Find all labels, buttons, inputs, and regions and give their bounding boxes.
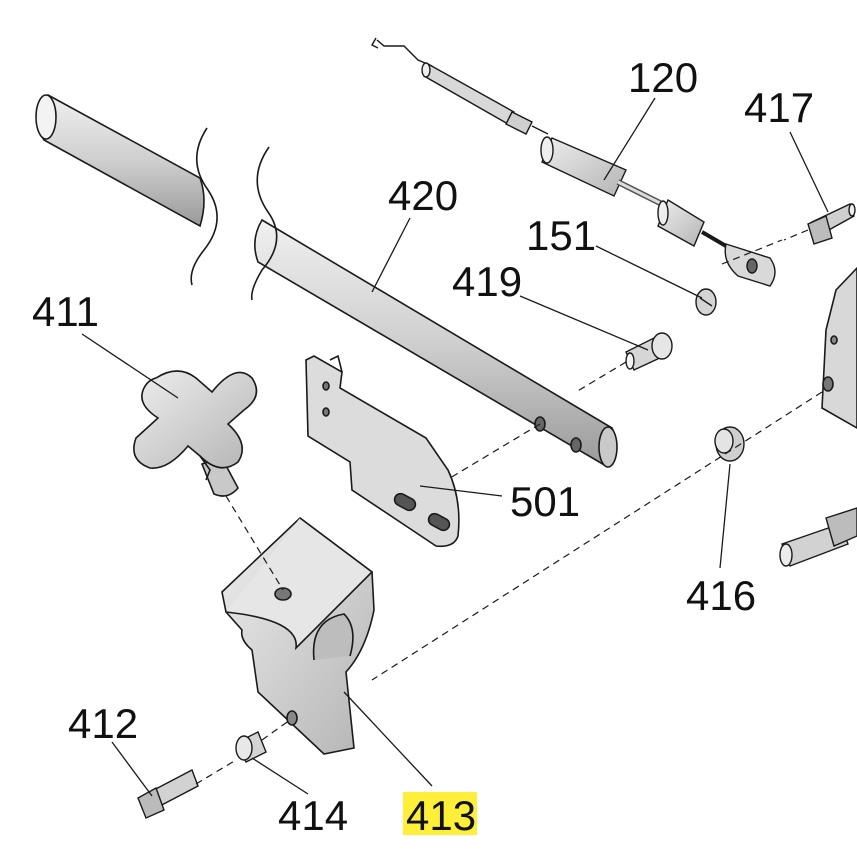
pin-419 <box>625 332 673 371</box>
block-413 <box>221 516 375 755</box>
label-501: 501 <box>510 478 580 525</box>
label-120: 120 <box>628 54 698 101</box>
label-420: 420 <box>388 172 458 219</box>
frame-plate <box>821 266 857 429</box>
break-marks <box>190 127 278 301</box>
stud-417 <box>807 203 856 245</box>
assembly-lines <box>195 229 823 785</box>
bracket-501 <box>305 354 460 548</box>
label-413: 413 <box>406 792 476 839</box>
bolt-412 <box>137 769 199 819</box>
label-413-highlight <box>403 792 477 835</box>
spacer-416 <box>714 426 745 462</box>
screw-151 <box>695 288 717 316</box>
label-417: 417 <box>744 84 814 131</box>
label-151: 151 <box>526 212 596 259</box>
knob-411 <box>133 370 258 497</box>
label-414: 414 <box>278 792 348 839</box>
leader-lines <box>81 97 829 797</box>
label-411: 411 <box>32 288 99 335</box>
stud-right <box>779 507 857 567</box>
bushing-414 <box>235 731 267 763</box>
label-412: 412 <box>68 700 138 747</box>
cable-120 <box>371 37 776 287</box>
label-416: 416 <box>686 572 756 619</box>
label-419: 419 <box>452 258 522 305</box>
part-labels: 120 417 420 151 419 411 501 416 412 414 … <box>32 54 814 839</box>
shaft-420 <box>35 93 618 468</box>
